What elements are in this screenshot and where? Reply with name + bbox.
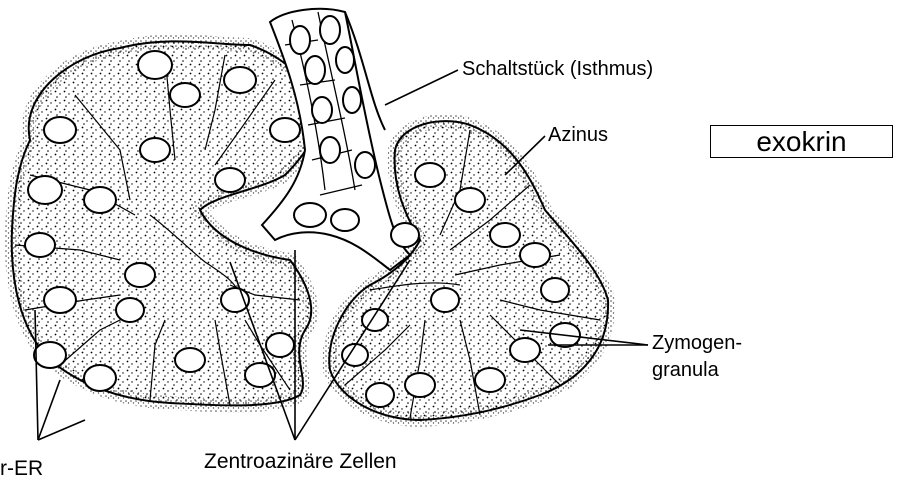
azinus-label: Azinus [548, 124, 608, 146]
exokrin-label: exokrin [756, 126, 846, 157]
exokrin-box: exokrin [710, 125, 893, 158]
schaltstueck-label: Schaltstück (Isthmus) [462, 58, 653, 80]
zymogen-label-line1: Zymogen- [652, 330, 742, 357]
rer-label: r-ER [0, 458, 43, 480]
zymogen-label-line2: granula [652, 357, 742, 384]
zymogen-granula-label: Zymogen- granula [652, 330, 742, 384]
zentroazinaere-zellen-label: Zentroazinäre Zellen [204, 451, 397, 473]
